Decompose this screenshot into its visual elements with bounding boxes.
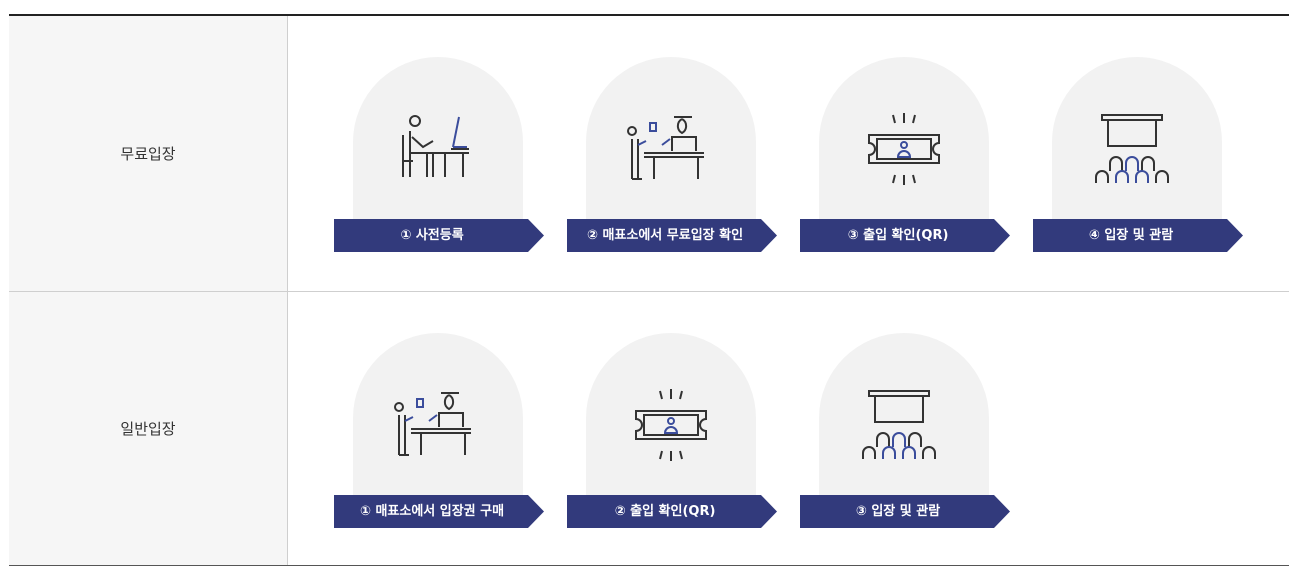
step-label: ① 사전등록 (334, 219, 544, 252)
step-label: ③ 입장 및 관람 (800, 495, 1010, 528)
audience-screen-icon (1082, 101, 1192, 191)
row-free-admission: 무료입장 ① 사전등록 ② 매표소에서 무료입장 확인 ③ 출입 확인(QR) (9, 16, 1289, 292)
admission-table: 무료입장 ① 사전등록 ② 매표소에서 무료입장 확인 ③ 출입 확인(QR) (9, 14, 1289, 566)
step-arch (1052, 57, 1222, 222)
audience-screen-icon (849, 377, 959, 467)
step-label: ② 매표소에서 무료입장 확인 (567, 219, 777, 252)
person-at-desk-icon (383, 101, 493, 191)
row-header: 일반입장 (9, 292, 288, 565)
step-arch (819, 333, 989, 498)
step-card: ② 매표소에서 무료입장 확인 (567, 57, 777, 252)
step-card: ③ 입장 및 관람 (800, 333, 1010, 528)
step-label: ① 매표소에서 입장권 구매 (334, 495, 544, 528)
ticket-booth-icon (383, 377, 493, 467)
step-label: ③ 출입 확인(QR) (800, 219, 1010, 252)
step-card: ② 출입 확인(QR) (567, 333, 777, 528)
step-arch (353, 57, 523, 222)
ticket-booth-icon (616, 101, 726, 191)
row-general-admission: 일반입장 ① 매표소에서 입장권 구매 ② 출입 확인(QR) ③ 입장 및 관… (9, 292, 1289, 565)
step-card: ③ 출입 확인(QR) (800, 57, 1010, 252)
step-label: ④ 입장 및 관람 (1033, 219, 1243, 252)
step-card: ① 매표소에서 입장권 구매 (334, 333, 544, 528)
qr-ticket-scan-icon (616, 377, 726, 467)
step-card: ① 사전등록 (334, 57, 544, 252)
step-label: ② 출입 확인(QR) (567, 495, 777, 528)
row-header: 무료입장 (9, 16, 288, 291)
step-card: ④ 입장 및 관람 (1033, 57, 1243, 252)
qr-ticket-scan-icon (849, 101, 959, 191)
